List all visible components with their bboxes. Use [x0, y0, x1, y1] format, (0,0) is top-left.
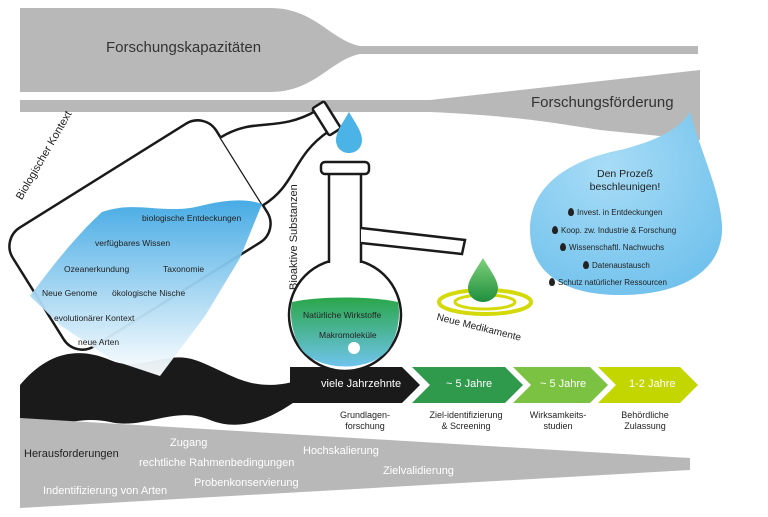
bottle-item: neue Arten: [78, 337, 120, 347]
drop-item: Invest. in Entdeckungen: [568, 208, 662, 217]
drop-title: Den Prozeß beschleunigen!: [589, 168, 661, 193]
drop-bullet-icon: [560, 243, 566, 251]
duration-label: ~ 5 Jahre: [446, 378, 493, 390]
bottle-item: Taxonomie: [163, 264, 205, 274]
bottle-item: evolutionärer Kontext: [54, 313, 135, 323]
challenge-item: Probenkonservierung: [194, 477, 299, 489]
wavy-river-lower: [20, 398, 300, 431]
drop-item: Koop. zw. Industrie & Forschung: [552, 226, 676, 235]
research-capacities-label: Forschungskapazitäten: [106, 39, 262, 56]
bottle-water: [30, 200, 262, 376]
bottle-item: verfügbares Wissen: [95, 238, 171, 248]
drop-item-text: Koop. zw. Industrie & Forschung: [561, 226, 677, 235]
research-funding-band: [20, 70, 700, 140]
acceleration-drop: [530, 112, 723, 295]
challenge-item: Zielvalidierung: [383, 465, 454, 477]
bottle-item: Neue Genome: [42, 288, 98, 298]
drop-item: Wissenschaftl. Nachwuchs: [560, 243, 664, 252]
bottle-item: Ozeanerkundung: [64, 264, 130, 274]
drop-bullet-icon: [568, 208, 574, 216]
phase-label: Wirksamkeits-studien: [529, 410, 587, 431]
phase-label: Ziel-identifizierung & Screening: [429, 410, 503, 431]
duration-label: viele Jahrzehnte: [321, 378, 402, 390]
flask-item: Natürliche Wirkstoffe: [303, 310, 382, 320]
challenges-band: [20, 418, 690, 508]
medicine-drop-graphic: [437, 258, 533, 316]
arrow-green: [412, 367, 523, 403]
research-funding-label: Forschungsförderung: [531, 94, 674, 111]
phase-label: Grundlagen-forschung: [339, 410, 391, 431]
bottle-item: biologische Entdeckungen: [142, 213, 242, 223]
flask-item: Makromoleküle: [319, 330, 377, 340]
flask-label: Bioaktive Substanzen: [288, 184, 300, 290]
drop-item: Schutz natürlicher Ressourcen: [549, 278, 667, 287]
challenge-item: Indentifizierung von Arten: [43, 485, 168, 497]
drop-item: Datenaustausch: [583, 261, 650, 270]
drop-item-text: Schutz natürlicher Ressourcen: [558, 278, 667, 287]
phase-label: Behördliche Zulassung: [621, 410, 669, 431]
drop-bullet-icon: [549, 278, 555, 286]
falling-drop: [336, 112, 362, 153]
drop-item-text: Invest. in Entdeckungen: [577, 208, 663, 217]
challenges-title: Herausforderungen: [24, 448, 119, 460]
arrow-mid-green: [513, 367, 608, 403]
challenge-item: Hochskalierung: [303, 445, 379, 457]
challenge-item: rechtliche Rahmenbedingungen: [139, 457, 295, 469]
challenge-item: Zugang: [170, 437, 208, 449]
flask-graphic: [287, 160, 467, 373]
duration-label: 1-2 Jahre: [629, 378, 676, 390]
duration-label: ~ 5 Jahre: [540, 378, 587, 390]
arrow-yellow: [598, 367, 698, 403]
arrow-dark: [290, 367, 420, 403]
bottle-item: ökologische Nische: [112, 288, 186, 298]
drop-item-text: Datenaustausch: [592, 261, 650, 270]
drop-bullet-icon: [552, 226, 558, 234]
drop-item-text: Wissenschaftl. Nachwuchs: [569, 243, 665, 252]
drop-bullet-icon: [583, 261, 589, 269]
research-capacities-band: [20, 8, 698, 92]
